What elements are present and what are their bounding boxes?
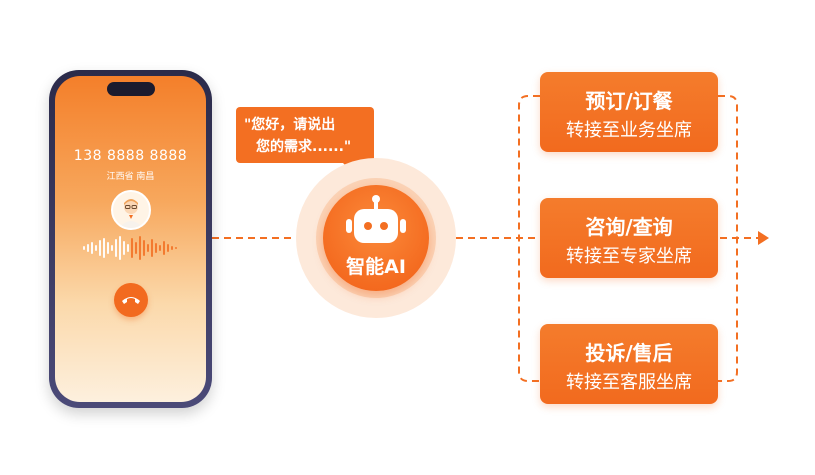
voice-wave-icon (83, 236, 177, 260)
route-box-inquiry: 咨询/查询 转接至专家坐席 (540, 198, 718, 278)
caller-location: 江西省 南昌 (106, 172, 155, 182)
bubble-text-line2: 您的需求......" (256, 139, 352, 155)
route-subtitle: 转接至业务坐席 (566, 120, 692, 141)
phone-hangup-icon (121, 297, 140, 304)
speech-bubble: "您好，请说出 您的需求......" (236, 107, 374, 163)
person-avatar-icon (110, 190, 151, 230)
bubble-text-line1: "您好，请说出 (244, 117, 336, 133)
phone-screen: 138 8888 8888 江西省 南昌 (55, 76, 206, 402)
route-title: 投诉/售后 (585, 341, 673, 365)
route-title: 预订/订餐 (585, 89, 673, 113)
flow-arrowhead (758, 231, 769, 245)
caller-number: 138 8888 8888 (73, 148, 188, 164)
right-bracket (718, 95, 738, 382)
route-box-complaint: 投诉/售后 转接至客服坐席 (540, 324, 718, 404)
route-subtitle: 转接至客服坐席 (566, 372, 692, 393)
ai-label: 智能AI (346, 256, 406, 278)
phone-notch (106, 82, 155, 96)
left-bracket (518, 95, 540, 382)
phone-mockup: 138 8888 8888 江西省 南昌 (49, 70, 212, 408)
route-title: 咨询/查询 (585, 215, 673, 239)
route-box-booking: 预订/订餐 转接至业务坐席 (540, 72, 718, 152)
robot-icon (346, 195, 406, 243)
hangup-button[interactable] (113, 283, 148, 317)
route-subtitle: 转接至专家坐席 (566, 246, 692, 267)
